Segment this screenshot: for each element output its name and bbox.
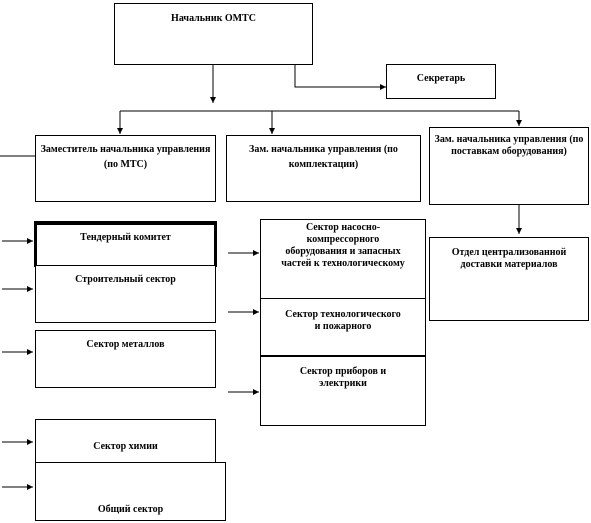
box-deputy-mts: Заместитель начальника управления (по МТ… — [35, 135, 216, 202]
connector-head-secretary — [294, 65, 386, 90]
box-secretary: Секретарь — [386, 64, 496, 99]
label-secretary: Секретарь — [416, 73, 466, 84]
label-deputy-mts: Заместитель начальника управления (по МТ… — [40, 144, 211, 170]
label-instruments: Сектор приборов и электрики — [299, 366, 387, 389]
label-head: Начальник ОМТС — [171, 13, 256, 24]
box-chemicals: Сектор химии — [35, 419, 216, 463]
box-general: Общий сектор — [35, 462, 226, 521]
label-general: Общий сектор — [97, 504, 164, 515]
label-chemicals: Сектор химии — [93, 441, 158, 452]
box-head: Начальник ОМТС — [114, 3, 313, 65]
box-deputy-complect: Зам. начальника управления (по комплекта… — [226, 135, 421, 202]
box-instruments: Сектор приборов и электрики — [260, 356, 426, 426]
label-deputy-equipment: Зам. начальника управления (по поставкам… — [434, 134, 584, 157]
label-central-delivery: Отдел централизованной доставки материал… — [451, 247, 567, 270]
label-tender: Тендерный комитет — [80, 232, 171, 243]
box-metals: Сектор металлов — [35, 330, 216, 388]
box-deputy-equipment: Зам. начальника управления (по поставкам… — [429, 127, 589, 205]
label-pump-compressor: Сектор насосно-компрессорного оборудован… — [281, 222, 405, 269]
label-construction: Строительный сектор — [75, 274, 176, 285]
box-tender: Тендерный комитет — [34, 221, 217, 267]
box-pump-compressor: Сектор насосно-компрессорного оборудован… — [260, 219, 426, 299]
box-construction: Строительный сектор — [35, 265, 216, 323]
box-central-delivery: Отдел централизованной доставки материал… — [429, 237, 589, 321]
label-deputy-complect: Зам. начальника управления (по комплекта… — [249, 144, 398, 170]
box-technological-fire: Сектор технологического и пожарного — [260, 298, 426, 356]
label-technological-fire: Сектор технологического и пожарного — [285, 309, 401, 332]
label-metals: Сектор металлов — [86, 339, 165, 350]
